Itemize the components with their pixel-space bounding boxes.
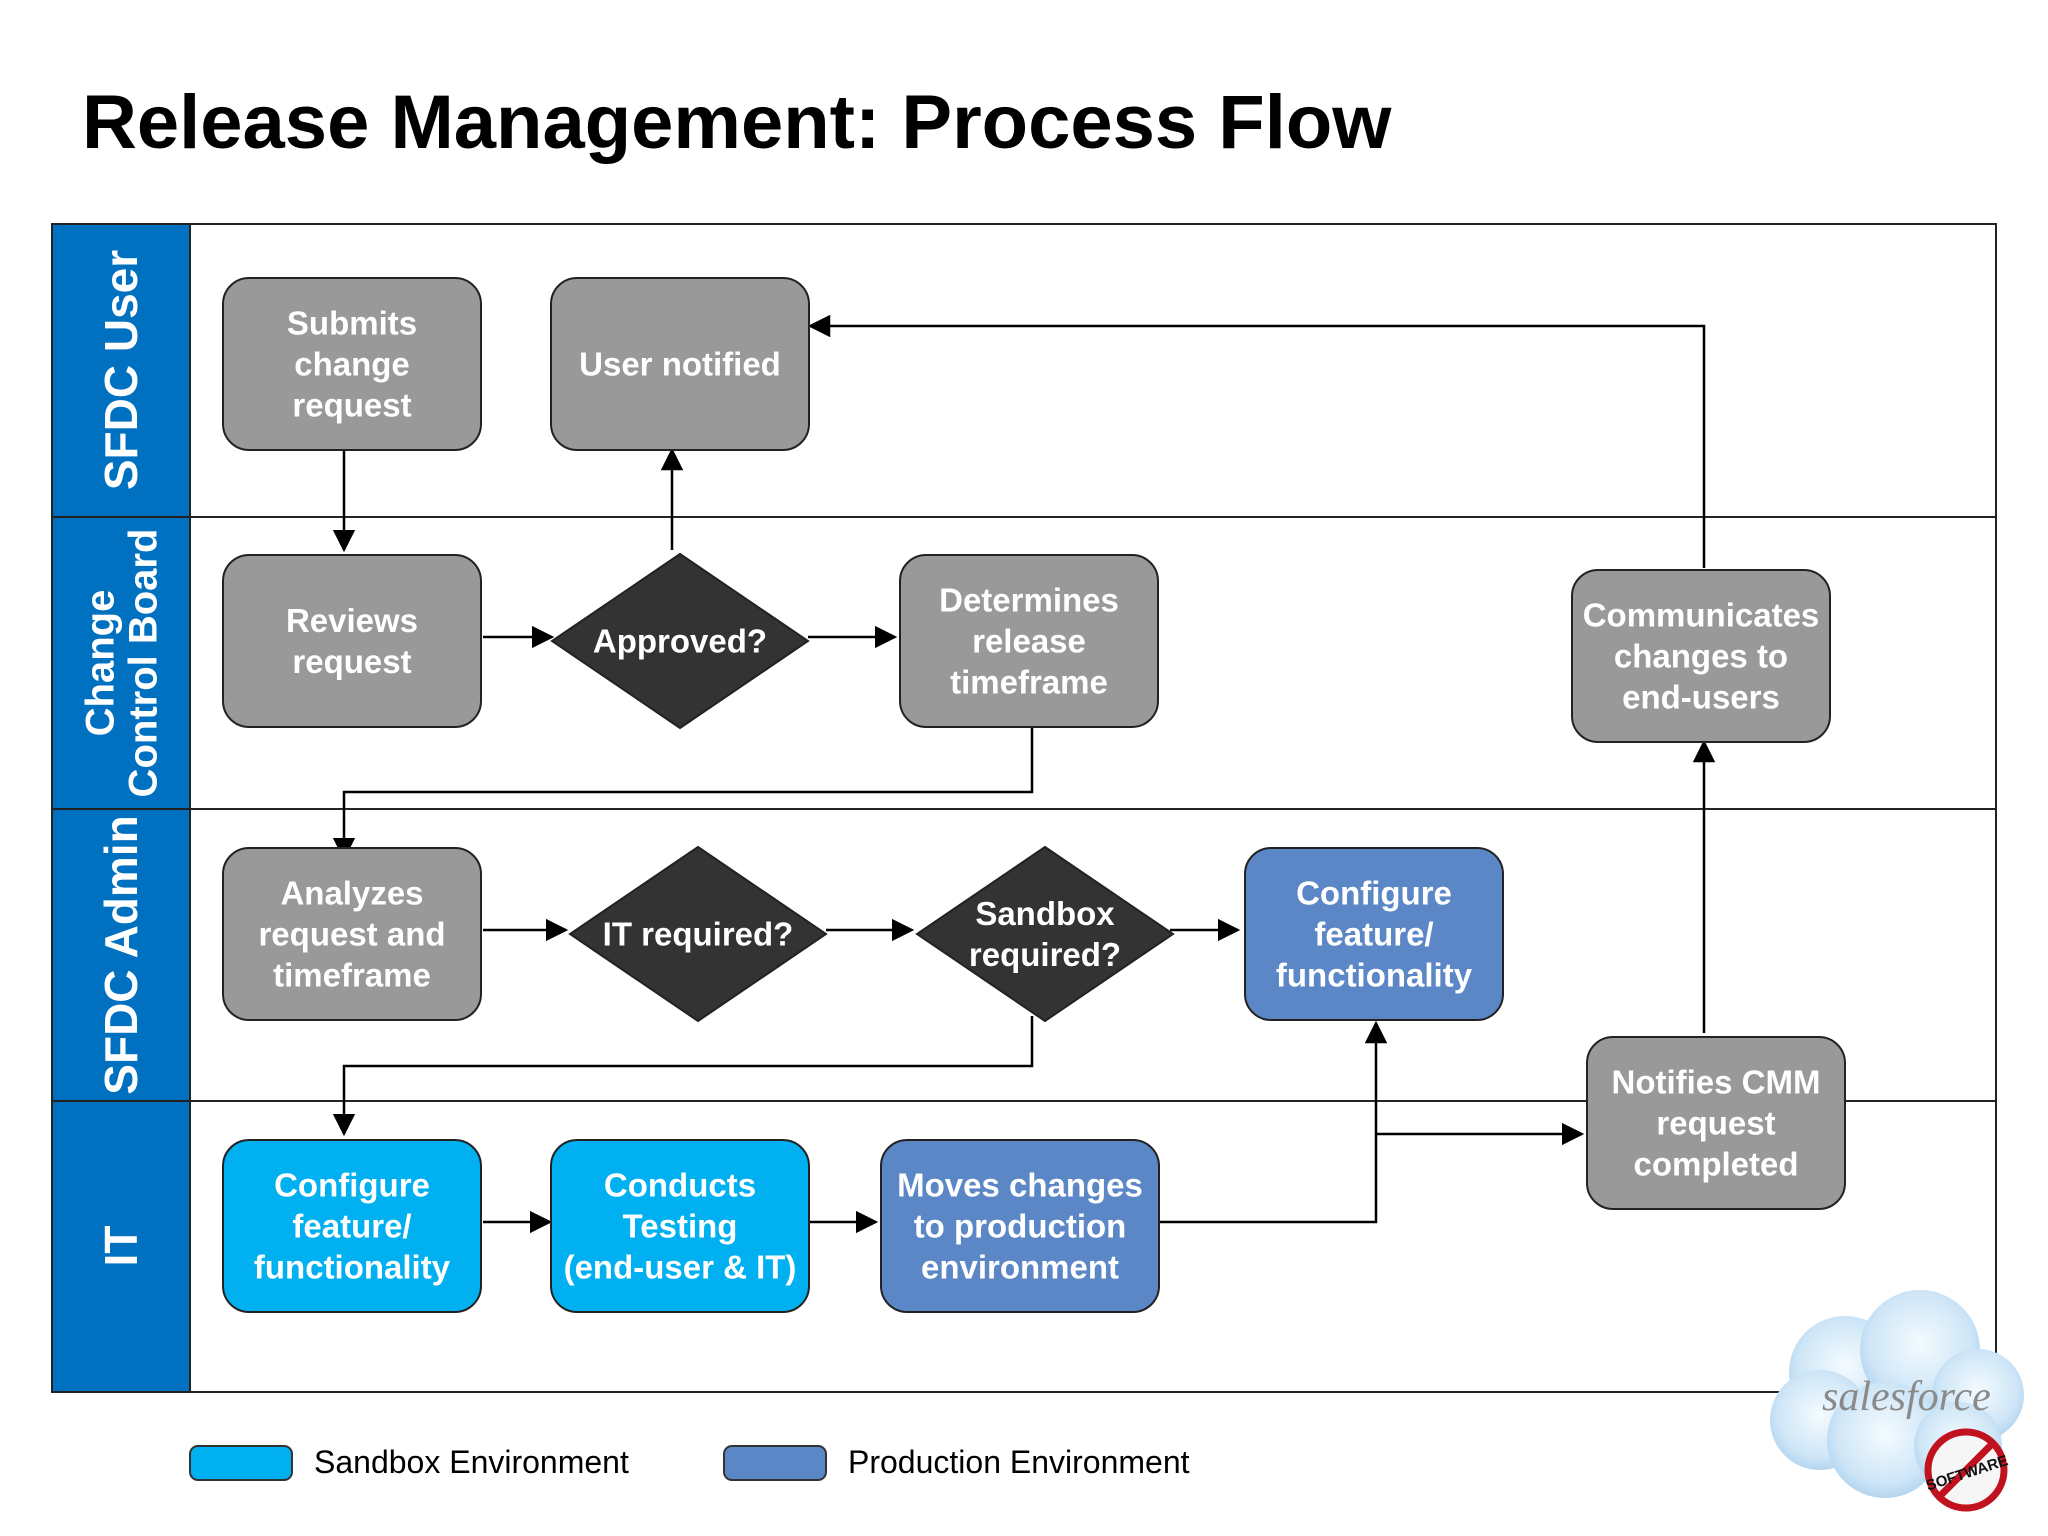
node-reviews-shape	[222, 554, 482, 728]
connector-sandboxreq-to-itconfig	[332, 1016, 1034, 1137]
node-notifies-shape	[1586, 1036, 1846, 1210]
salesforce-logo: salesforce SOFTWARE	[1770, 1290, 2024, 1512]
connector-communicates-to-notified	[807, 314, 1706, 568]
node-notified-label: User notified	[579, 346, 781, 383]
cloud-icon	[1770, 1290, 2024, 1498]
node-itreq-decision: IT required?	[568, 845, 828, 1023]
legend-production-swatch	[723, 1445, 827, 1481]
node-moves-shape	[880, 1139, 1160, 1313]
node-submits-shape	[222, 277, 482, 451]
legend-sandbox-swatch	[189, 1445, 293, 1481]
node-adminconfig-shape	[1244, 847, 1504, 1021]
legend-production-label: Production Environment	[848, 1444, 1190, 1480]
node-itconfig-shape	[222, 1139, 482, 1313]
no-software-icon: SOFTWARE	[1924, 1428, 2010, 1512]
page-title: Release Management: Process Flow	[82, 80, 1392, 165]
lane-label-user: SFDC User	[95, 250, 147, 490]
node-notified-process: User notified	[550, 277, 810, 451]
logo-wordmark: salesforce	[1822, 1374, 1991, 1420]
node-determines-shape	[899, 554, 1159, 728]
legend-sandbox-label: Sandbox Environment	[314, 1444, 629, 1480]
connector-moves-to-adminconfig	[1160, 1020, 1388, 1224]
node-itreq-label: IT required?	[603, 916, 794, 953]
node-itreq-shape	[568, 845, 828, 1023]
connector-determines-to-analyzes	[332, 724, 1034, 861]
node-analyzes-shape	[222, 847, 482, 1021]
node-testing-shape	[550, 1139, 810, 1313]
node-approved-label: Approved?	[593, 623, 767, 660]
lane-label-admin: SFDC Admin	[95, 815, 147, 1094]
node-approved-shape	[550, 552, 810, 730]
connectors	[332, 314, 1716, 1234]
node-sandboxreq-shape	[915, 845, 1175, 1023]
lane-label-it: IT	[95, 1226, 147, 1267]
node-approved-decision: Approved?	[550, 552, 810, 730]
lane-label-ccb: ChangeControl Board	[78, 529, 165, 798]
legend: Sandbox Environment Production Environme…	[189, 1444, 1190, 1481]
node-communicates-shape	[1571, 569, 1831, 743]
node-notified-shape	[550, 277, 810, 451]
